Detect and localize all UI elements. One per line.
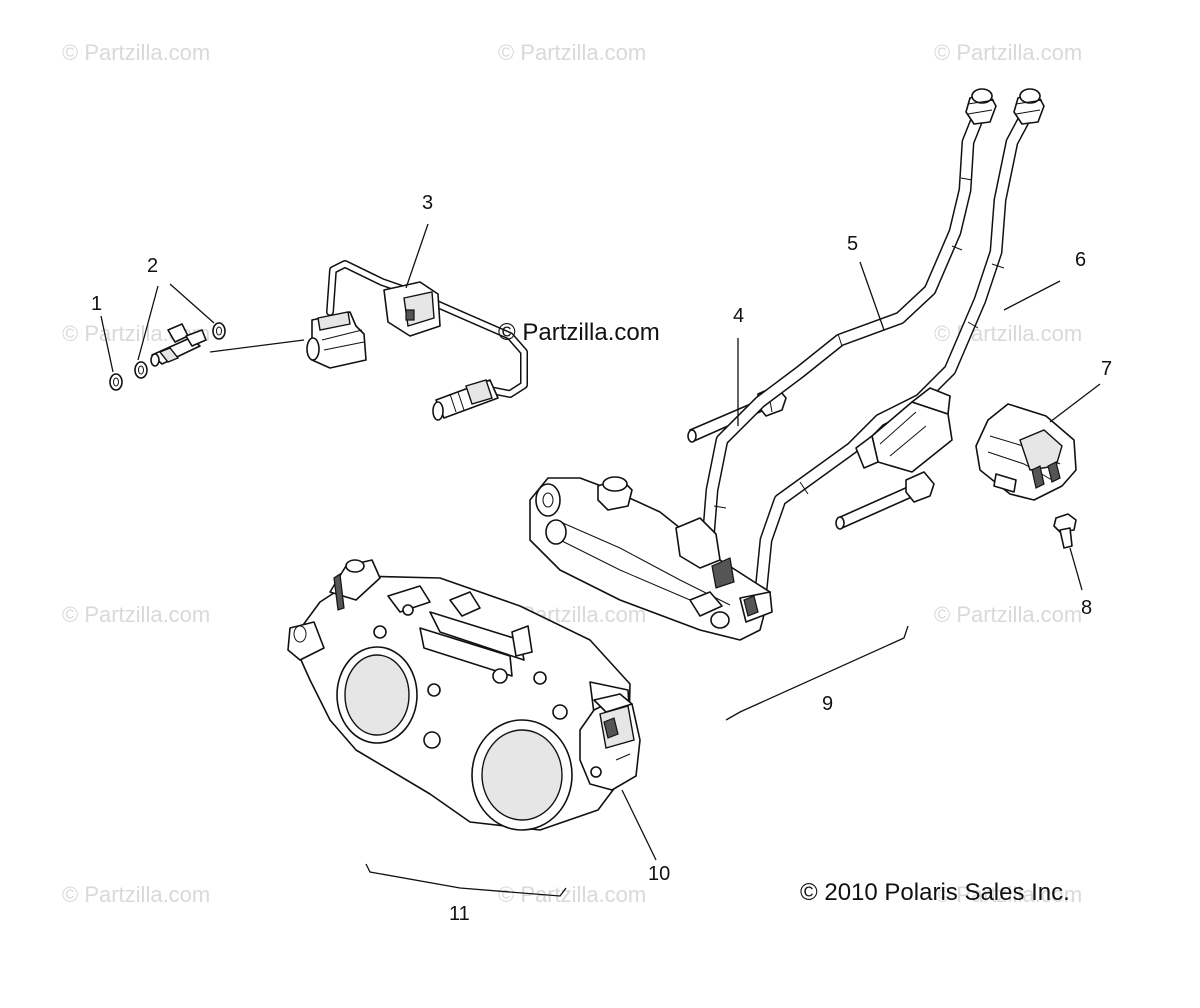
callout-7: 7 xyxy=(1101,358,1112,380)
callout-11: 11 xyxy=(449,903,470,925)
leader-lines xyxy=(100,223,1101,897)
part-2-fuel-injector[interactable] xyxy=(134,322,226,379)
watermark: © Partzilla.com xyxy=(62,40,210,65)
watermark: © Partzilla.com xyxy=(934,882,1082,907)
callout-1: 1 xyxy=(91,293,102,315)
part-1-o-ring[interactable] xyxy=(109,373,123,391)
watermark: © Partzilla.com xyxy=(62,602,210,627)
part-4-bolt-second[interactable] xyxy=(835,471,935,530)
watermark: © Partzilla.com xyxy=(934,602,1082,627)
part-8-screw[interactable] xyxy=(1053,513,1077,549)
callout-2: 2 xyxy=(147,255,158,277)
center-watermark: © Partzilla.com xyxy=(498,319,660,346)
part-9-fuel-rail-assembly[interactable] xyxy=(529,476,773,641)
part-6-fuel-hose[interactable] xyxy=(753,88,1045,607)
watermark: © Partzilla.com xyxy=(498,882,646,907)
watermark: © Partzilla.com xyxy=(934,40,1082,65)
watermark: © Partzilla.com xyxy=(62,882,210,907)
callout-6: 6 xyxy=(1075,249,1086,271)
callout-9: 9 xyxy=(822,693,833,715)
part-11-throttle-body[interactable] xyxy=(287,559,633,831)
callout-3: 3 xyxy=(422,192,433,214)
callout-5: 5 xyxy=(847,233,858,255)
callout-labels: 1 2 3 4 5 6 7 8 9 10 11 xyxy=(91,192,1112,925)
part-7-sensor-bracket[interactable] xyxy=(975,403,1077,501)
callout-10: 10 xyxy=(648,863,670,885)
callout-8: 8 xyxy=(1081,597,1092,619)
part-5-fuel-hose[interactable] xyxy=(701,88,997,567)
watermark: © Partzilla.com xyxy=(498,40,646,65)
copyright-notice: © 2010 Polaris Sales Inc. xyxy=(800,879,1070,906)
part-3-injector-harness[interactable] xyxy=(306,260,528,421)
part-10-throttle-position-sensor[interactable] xyxy=(579,693,641,791)
callout-4: 4 xyxy=(733,305,744,327)
